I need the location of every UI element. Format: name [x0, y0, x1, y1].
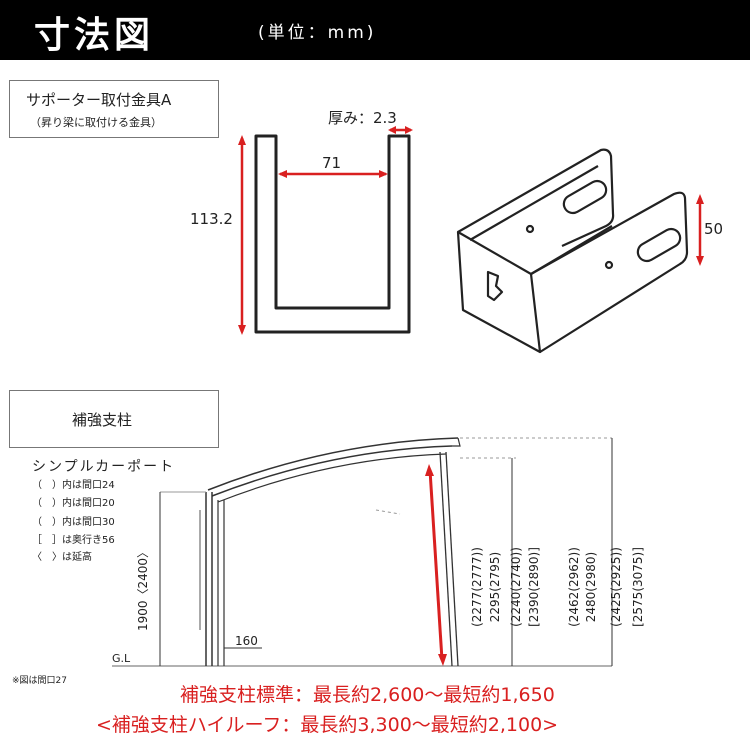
legend-item: （ ）内は間口20 [32, 498, 115, 509]
dim-label: [2390(2890)] [526, 547, 541, 627]
thickness-label: 厚み：2.3 [328, 109, 397, 127]
spec-standard: 補強支柱標準：最長約2,600～最短約1,650 [180, 684, 555, 706]
unit-label: (単位：mm) [258, 23, 377, 43]
arrow-left-icon [278, 170, 287, 178]
arrow-right-icon [379, 170, 388, 178]
support-arrow-up-icon [425, 464, 434, 476]
spec-high-roof: <補強支柱ハイルーフ：最長約3,300～最短約2,100> [96, 714, 559, 736]
dim-label: 2480(2980) [584, 551, 599, 623]
dim-label: (2240(2740)) [508, 547, 523, 627]
depth-arrow-up-icon [696, 194, 704, 204]
support-length-line [428, 469, 444, 661]
legend-item: （ ）内は間口30 [32, 517, 115, 528]
bracket-isometric-view [456, 148, 689, 354]
legend-title: シンプルカーポート [32, 459, 176, 475]
figure-note: ※図は間口27 [12, 676, 67, 686]
arrow-down-icon [238, 325, 246, 335]
ground-label: G.L [112, 652, 131, 665]
thickness-arrow-left-icon [388, 126, 396, 134]
offset-label: 160 [235, 634, 258, 648]
depth-arrow-down-icon [696, 256, 704, 266]
depth-label: 50 [704, 220, 724, 238]
dim-label: (2277(2777)) [469, 547, 484, 627]
height-label: 113.2 [190, 210, 233, 228]
roof-beam-curve [217, 453, 447, 503]
bracket-label-box: サポーター取付金具A （昇り梁に取付ける金具） [9, 80, 219, 138]
dim-label: [2575(3075)] [630, 547, 645, 627]
support-title: 補強支柱 [72, 411, 133, 429]
roof-outer-curve [207, 437, 459, 491]
support-label-box: 補強支柱 [9, 390, 219, 448]
support-arrow-down-icon [438, 654, 447, 666]
bracket-subtitle: （昇り梁に取付ける金具） [30, 116, 162, 129]
thickness-arrow-right-icon [405, 126, 413, 134]
header-bar: 寸法図 (単位：mm) [0, 0, 750, 60]
dim-label: (2462(2962)) [566, 547, 581, 627]
bracket-title: サポーター取付金具A [26, 91, 172, 109]
roof-inner-curve [211, 445, 453, 497]
dim-label: (2425(2925)) [608, 547, 623, 627]
arrow-up-icon [238, 135, 246, 145]
bracket-front-view [254, 134, 411, 334]
width-label: 71 [322, 154, 342, 172]
legend-item: ［ ］は奥行き56 [32, 535, 115, 546]
page-title: 寸法図 [34, 15, 155, 56]
legend-item: （ ）内は間口24 [32, 480, 115, 491]
support-post [439, 451, 453, 667]
dim-label: 2295(2795) [488, 551, 503, 623]
legend-item: 〈 〉は延高 [32, 552, 92, 563]
post-height-label: 1900〈2400〉 [136, 545, 151, 632]
